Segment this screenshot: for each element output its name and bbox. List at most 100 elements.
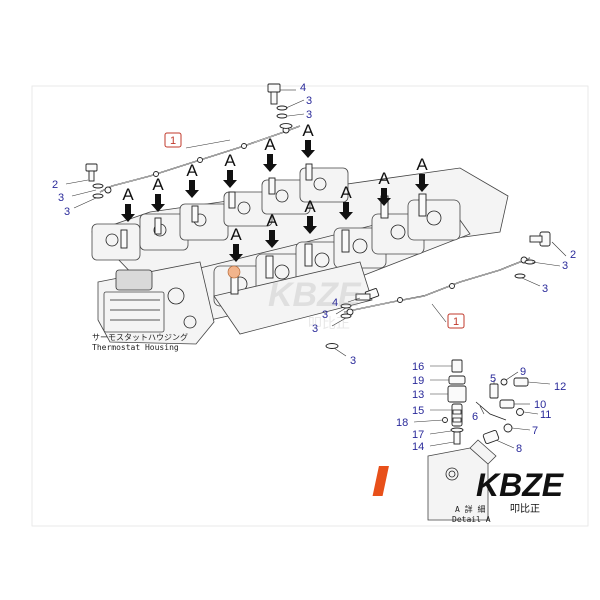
down-arrow-icon — [415, 174, 429, 192]
injector — [154, 217, 162, 235]
callout-18: 18 — [396, 417, 408, 429]
detail-a-arrow: A — [377, 169, 391, 206]
detail-a-arrow: A — [301, 121, 315, 158]
callout-1-lower: 1 — [453, 316, 459, 328]
down-arrow-icon — [185, 180, 199, 198]
callout-6: 6 — [472, 411, 478, 423]
arrow-label: A — [264, 135, 276, 154]
thermostat-caption-en: Thermostat Housing — [92, 343, 179, 352]
callout-3: 3 — [322, 309, 328, 321]
detail-a-arrow: A — [265, 211, 279, 248]
detail-a-arrow: A — [151, 175, 165, 212]
callout-19: 19 — [412, 375, 424, 387]
banjo-bolt-left — [85, 163, 104, 199]
callout-9: 9 — [520, 366, 526, 378]
callout-5: 5 — [490, 373, 496, 385]
part-16 — [451, 359, 463, 373]
logo-latin: KBZE — [476, 467, 565, 503]
part-17 — [450, 427, 464, 433]
arrow-label: A — [152, 175, 164, 194]
injector — [305, 163, 313, 181]
part-18 — [442, 417, 448, 423]
down-arrow-icon — [229, 244, 243, 262]
injector — [265, 255, 274, 279]
boxed-callout — [447, 313, 465, 329]
injector — [120, 229, 128, 249]
boxed-callout — [164, 132, 182, 148]
thermostat-caption-jp: サーモスタットハウジング — [92, 332, 188, 342]
injector — [418, 193, 427, 217]
callout-11: 11 — [540, 409, 551, 421]
part-9 — [500, 378, 508, 386]
down-arrow-icon — [303, 216, 317, 234]
watermark-latin: KBZE — [268, 276, 362, 314]
callout-3: 3 — [64, 206, 70, 218]
down-arrow-icon — [377, 188, 391, 206]
callout-14: 14 — [412, 441, 424, 453]
detail-caption-en: Detail A — [452, 515, 491, 524]
callout-13: 13 — [412, 389, 424, 401]
down-arrow-icon — [265, 230, 279, 248]
callout-3: 3 — [312, 323, 318, 335]
highlight-marker — [227, 265, 241, 279]
logo-chinese: 叩比正 — [510, 503, 540, 515]
watermark: KBZE 叩比正 — [268, 276, 362, 332]
down-arrow-icon — [301, 140, 315, 158]
detail-a-arrow: A — [121, 185, 135, 222]
arrow-label: A — [266, 211, 278, 230]
callout-16: 16 — [412, 361, 424, 373]
injector — [304, 243, 313, 267]
detail-caption-jp: A 詳 細 — [455, 504, 485, 514]
injectors — [120, 163, 427, 295]
thermostat-housing — [97, 261, 373, 345]
arrow-label: A — [186, 161, 198, 180]
part-5 — [489, 383, 499, 399]
arrow-label: A — [122, 185, 134, 204]
part-14 — [453, 431, 461, 445]
arrow-label: A — [416, 155, 428, 174]
callout-12: 12 — [554, 381, 566, 393]
callout-4: 4 — [300, 82, 306, 94]
injector — [341, 229, 350, 253]
part-12 — [513, 377, 529, 387]
detail-a-arrow: A — [229, 225, 243, 262]
part-6 — [475, 401, 507, 421]
down-arrow-icon — [151, 194, 165, 212]
part-19 — [448, 375, 466, 385]
callout-1-upper: 1 — [170, 135, 176, 147]
callout-2: 2 — [52, 179, 58, 191]
part-10 — [499, 399, 515, 409]
part-13 — [447, 385, 467, 403]
arrow-label: A — [340, 183, 352, 202]
arrow-label: A — [224, 151, 236, 170]
callout-3: 3 — [306, 109, 312, 121]
callout-2: 2 — [570, 249, 576, 261]
detail-a-arrow: A — [415, 155, 429, 192]
part-7 — [503, 423, 513, 433]
brand-logo: KBZE 叩比正 — [372, 466, 565, 515]
arrow-label: A — [378, 169, 390, 188]
callout-3: 3 — [350, 355, 356, 367]
logo-accent — [372, 466, 389, 496]
callout-labels: 1 4 3 3 2 3 3 2 3 3 4 3 3 3 1 16 19 13 1… — [52, 82, 576, 455]
injector — [228, 191, 236, 209]
down-arrow-icon — [263, 154, 277, 172]
callout-17: 17 — [412, 429, 424, 441]
callout-10: 10 — [534, 399, 546, 411]
spill-pipe-lower — [343, 256, 531, 316]
detail-a-arrow: A — [263, 135, 277, 172]
banjo-bolt-right — [514, 231, 551, 279]
part-8 — [482, 430, 500, 444]
callout-8: 8 — [516, 443, 522, 455]
detail-a-arrow: A — [223, 151, 237, 188]
detail-a-arrow: A — [303, 197, 317, 234]
down-arrow-icon — [223, 170, 237, 188]
down-arrow-icon — [339, 202, 353, 220]
callout-3: 3 — [562, 260, 568, 272]
spill-pipe-upper — [99, 125, 301, 194]
callout-4: 4 — [332, 297, 338, 309]
part-11 — [516, 408, 524, 416]
callout-3: 3 — [306, 95, 312, 107]
arrow-label: A — [230, 225, 242, 244]
